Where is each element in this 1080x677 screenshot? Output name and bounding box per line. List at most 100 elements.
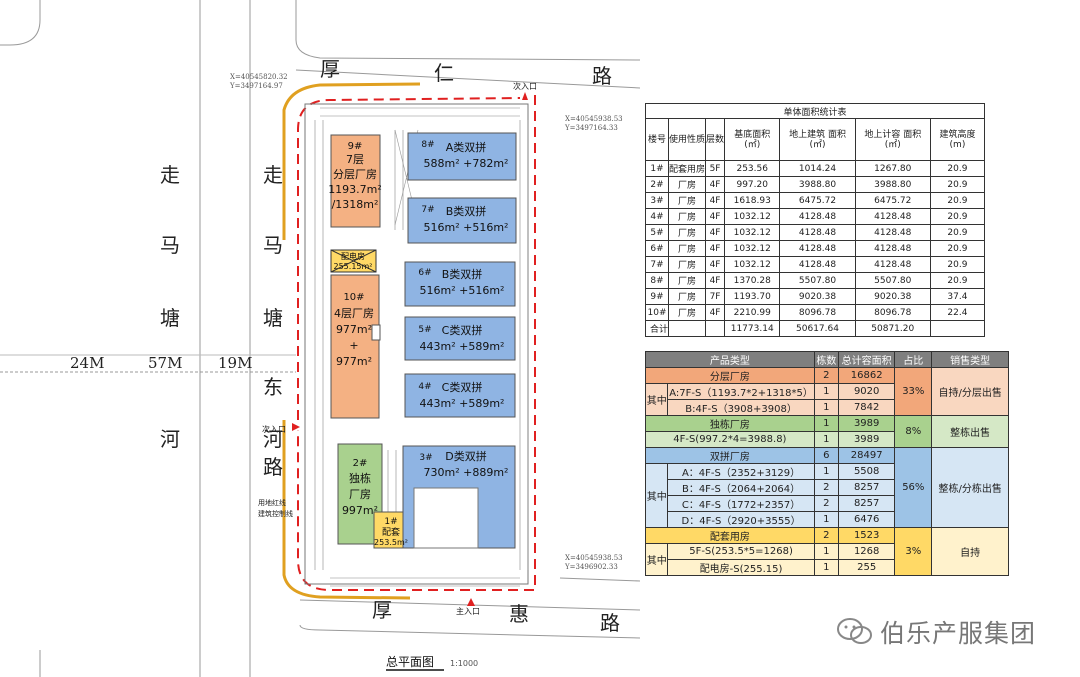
b9-id: 9# [348, 141, 363, 152]
pd-label: 配电房 [341, 251, 365, 261]
width-label-24: 24M [70, 354, 104, 372]
b4-id: 4# [418, 382, 431, 392]
g4-area: 1523 [838, 527, 896, 544]
t1-cell: 4128.48 [779, 240, 856, 257]
g1-count: 2 [813, 367, 840, 384]
t1-cell: 4F [705, 304, 726, 321]
g3-sub-2-area: 8257 [838, 495, 896, 512]
b4-line-2: 443m² +589m² [420, 397, 505, 410]
t1-cell: 厂房 [668, 192, 707, 209]
g2-sale: 整栋出售 [931, 415, 1009, 448]
road-lines [0, 0, 640, 677]
t1-cell: 4F [705, 192, 726, 209]
t1-cell: 7# [644, 256, 670, 273]
t1-h-2: 层数 [705, 118, 726, 161]
t1-cell: 1032.12 [724, 208, 781, 225]
t1-cell: 5507.80 [779, 272, 856, 289]
g4-pct: 3% [894, 527, 933, 576]
road-n-char-2: 仁 [434, 61, 454, 85]
t1-cell: 1618.93 [724, 192, 781, 209]
power-room-cross [330, 249, 377, 273]
building-4 [404, 373, 516, 418]
b10-line-3: + [349, 339, 358, 352]
t1-cell: 9020.38 [854, 288, 931, 305]
t1-cell: 厂房 [668, 224, 707, 241]
t2-h-3: 占比 [894, 351, 933, 368]
g3-sub-label: 其中 [644, 463, 669, 528]
b2-line-1: 独栋 [349, 471, 371, 485]
t1-cell: 3988.80 [779, 176, 856, 193]
land-red-line-label: 用地红线 [258, 498, 286, 507]
building-9 [330, 134, 381, 228]
g4-sub-1-count: 1 [813, 559, 840, 576]
b7-line-2: 516m² +516m² [424, 221, 509, 234]
area-stats-table: 单体面积统计表 楼号 使用性质 层数 基底面积 (㎡) 地上建筑 面积 (㎡) … [644, 103, 986, 337]
t1-cell: 997.20 [724, 176, 781, 193]
building-7 [407, 197, 517, 244]
b3-line-2: 730m² +889m² [424, 466, 509, 479]
b5-line-1: C类双拼 [442, 323, 483, 337]
t1-cell: 5# [644, 224, 670, 241]
t1-cell: 22.4 [929, 304, 986, 321]
t1-cell: 厂房 [668, 240, 707, 257]
t1-cell: 厂房 [668, 208, 707, 225]
t1-total-0: 合计 [644, 320, 670, 337]
g4-name: 配套用房 [645, 527, 815, 544]
t1-cell: 4128.48 [854, 256, 931, 273]
t1-cell: 20.9 [929, 256, 986, 273]
road-wi-char-4: 东 [263, 375, 283, 399]
b5-id: 5# [418, 325, 431, 335]
t1-cell: 1370.28 [724, 272, 781, 289]
b1-line-2: 253.5m² [374, 538, 408, 547]
t1-cell: 5507.80 [854, 272, 931, 289]
south-entrance-label: 主入口 [456, 606, 480, 616]
road-wi-char-6: 路 [263, 455, 283, 479]
t1-cell: 厂房 [668, 304, 707, 321]
t1-cell: 9# [644, 288, 670, 305]
b2-line-2: 厂房 [349, 488, 371, 501]
t1-h-4: 地上建筑 面积 (㎡) [779, 118, 856, 161]
road-wi-char-2: 马 [263, 233, 283, 257]
building-5 [404, 316, 516, 361]
t1-cell: 37.4 [929, 288, 986, 305]
g2-count: 1 [813, 415, 840, 432]
t1-cell: 6475.72 [779, 192, 856, 209]
g4-sub-0-count: 1 [813, 543, 840, 560]
t2-h-4: 销售类型 [931, 351, 1009, 368]
g1-area: 16862 [838, 367, 896, 384]
g1-sub-label: 其中 [644, 383, 669, 416]
t1-cell: 厂房 [668, 272, 707, 289]
g1-name: 分层厂房 [645, 367, 815, 384]
t1-cell: 4128.48 [779, 208, 856, 225]
building-10 [330, 274, 380, 419]
north-entrance-label: 次入口 [513, 81, 537, 91]
building-6 [404, 261, 516, 307]
t1-cell: 3988.80 [854, 176, 931, 193]
west-entrance-arrow [292, 423, 300, 431]
t1-cell: 4128.48 [779, 256, 856, 273]
g3-sub-0-name: A：4F-S（2352+3129） [667, 463, 815, 480]
b3-id: 3# [419, 453, 432, 463]
t1-cell: 8096.78 [779, 304, 856, 321]
north-road-arc [282, 82, 421, 240]
b3-line-1: D类双拼 [445, 449, 486, 463]
g3-sub-0-count: 1 [813, 463, 840, 480]
g2-pct: 8% [894, 415, 933, 448]
t1-cell: 6475.72 [854, 192, 931, 209]
t1-cell: 配套用房 [668, 160, 707, 177]
t1-cell: 253.56 [724, 160, 781, 177]
g1-sub-0-count: 1 [813, 383, 840, 400]
g4-sub-1-name: 配电房-S(255.15) [667, 559, 815, 576]
building-10-notch [371, 324, 381, 341]
t1-cell: 8# [644, 272, 670, 289]
plan-title: 总平面图 [386, 655, 434, 669]
t1-total-2 [705, 320, 726, 337]
t1-total-3: 11773.14 [724, 320, 781, 337]
wechat-icon [837, 618, 872, 644]
g4-count: 2 [813, 527, 840, 544]
